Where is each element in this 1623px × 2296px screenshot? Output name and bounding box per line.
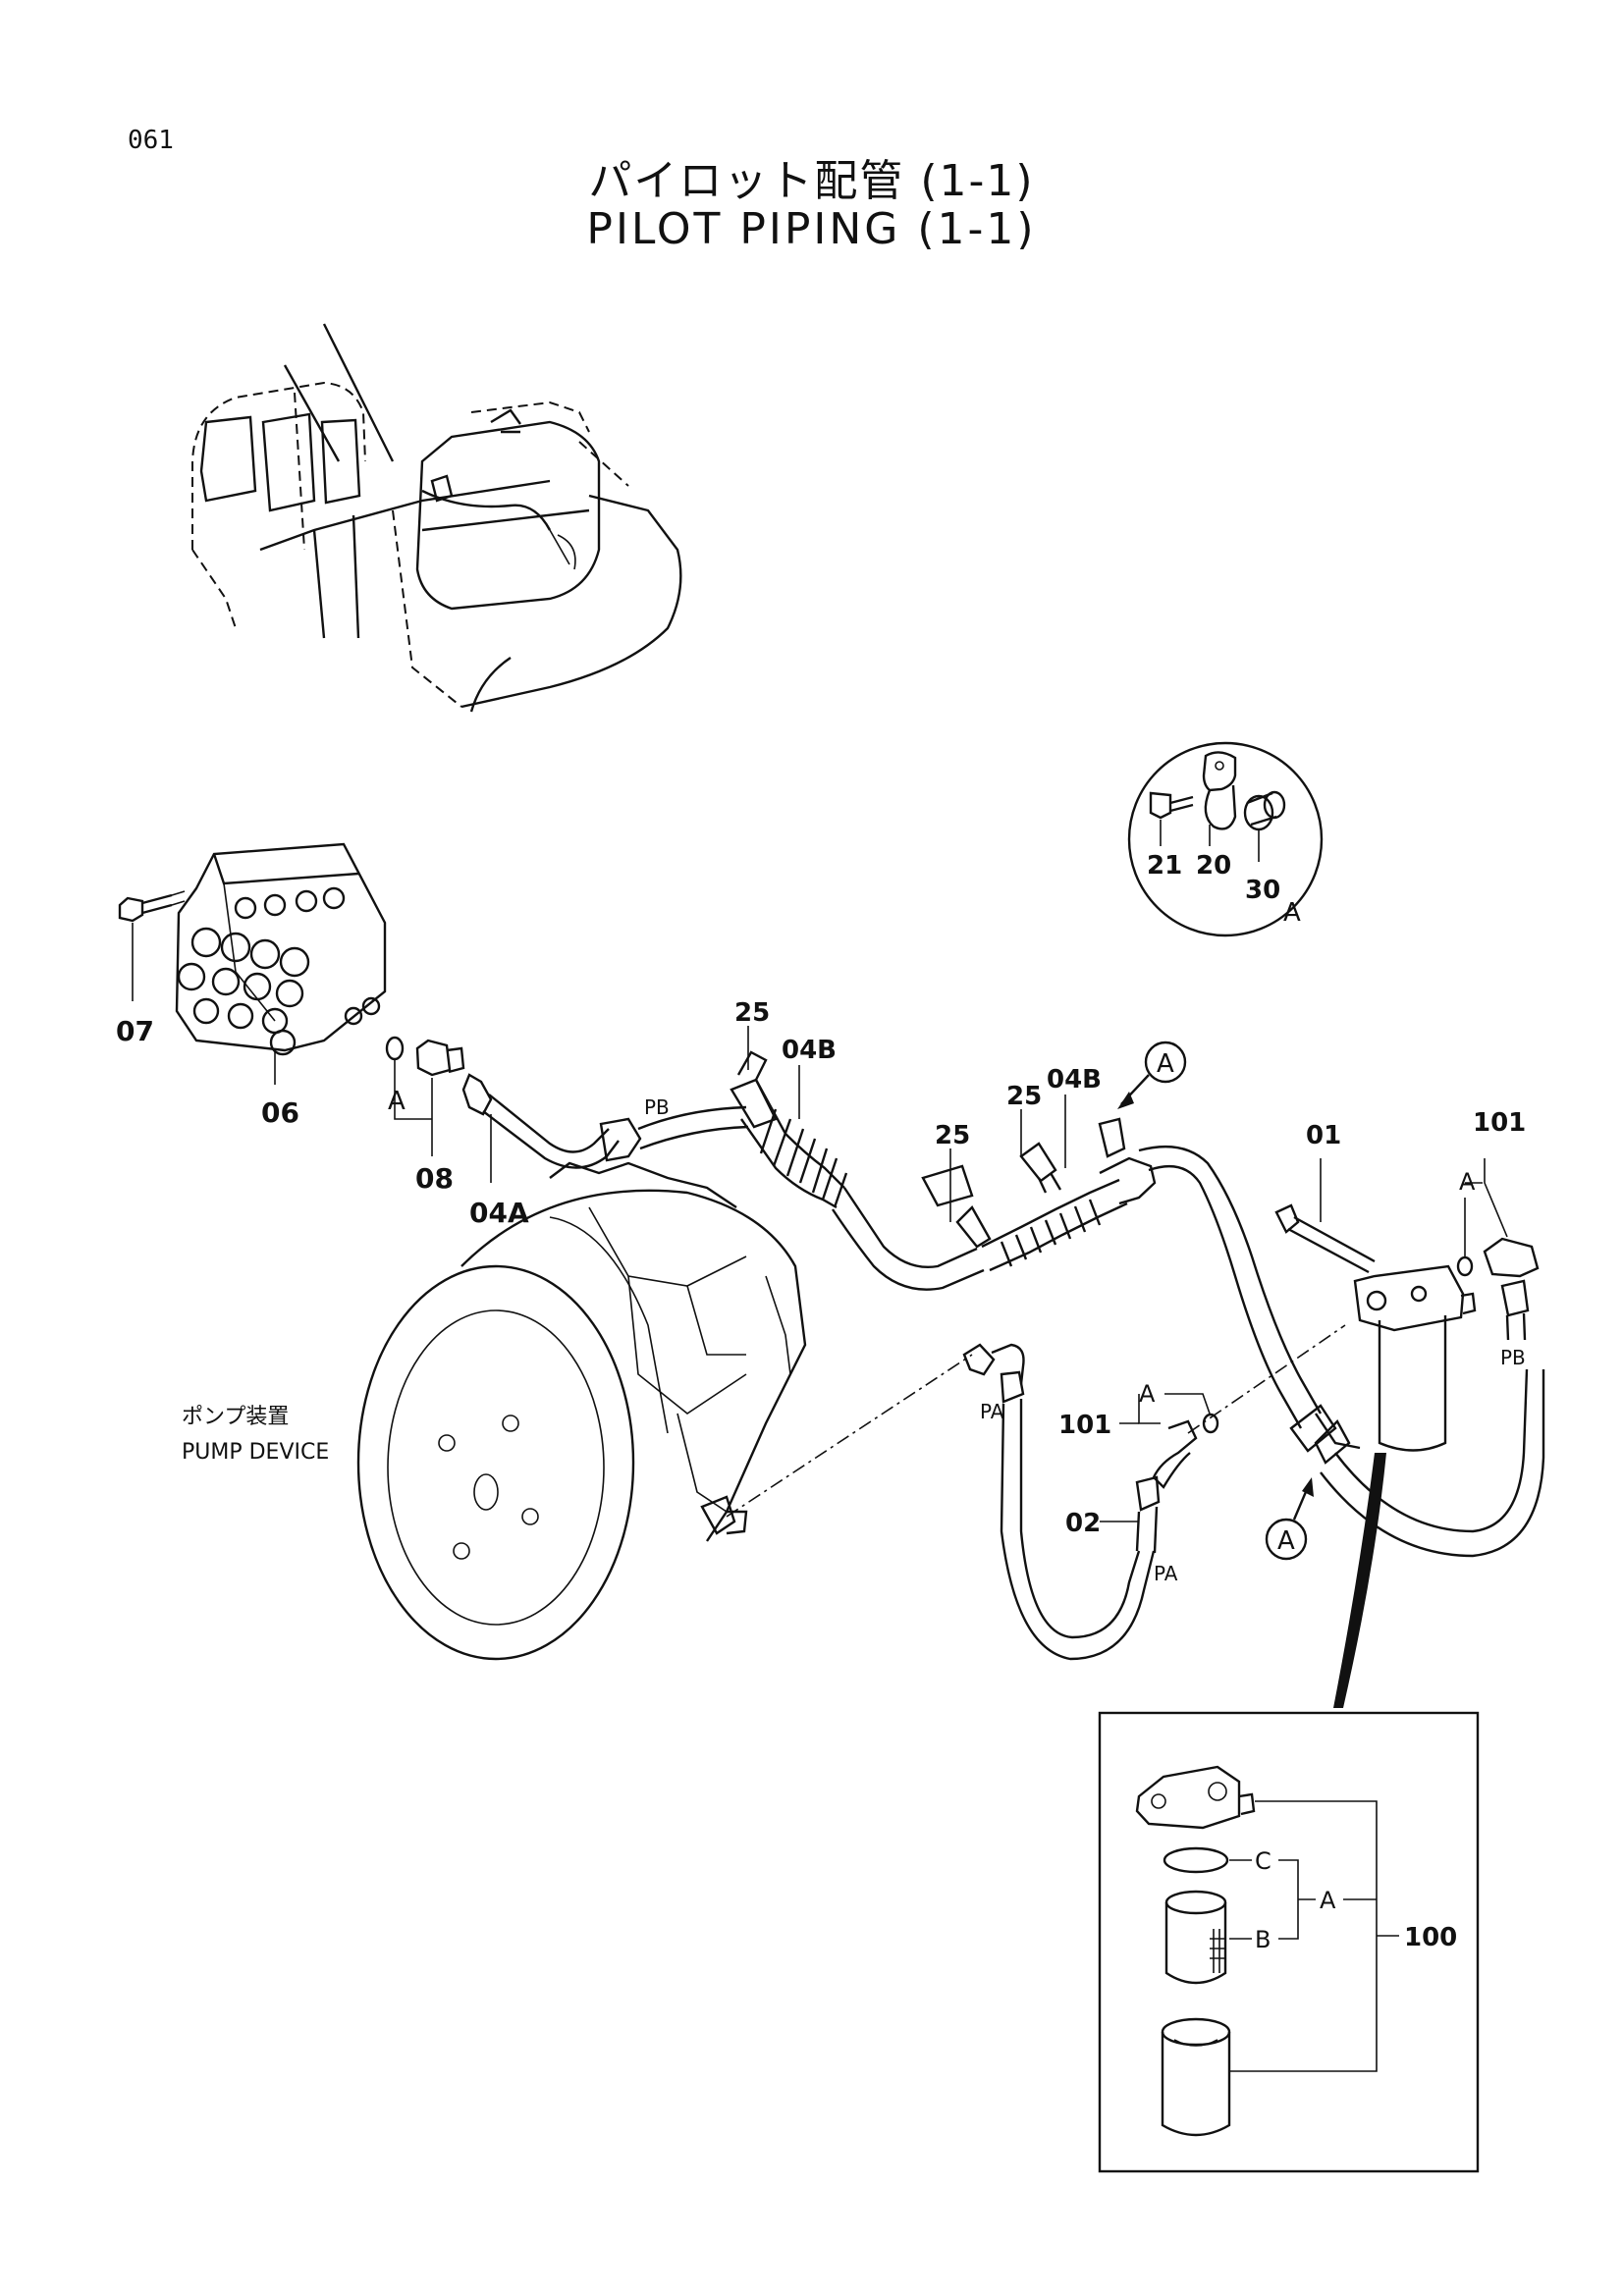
spring-guard-04b-upper: 25 04B [730, 998, 848, 1209]
label-21: 21 [1147, 851, 1182, 881]
label-detail-a: A [1283, 898, 1301, 928]
label-30: 30 [1245, 876, 1280, 905]
label-07: 07 [116, 1015, 154, 1047]
clamp-near-filter-2 [1314, 1419, 1351, 1465]
label-04b-top: 04B [782, 1036, 837, 1065]
label-pa-low: PA [1154, 1562, 1178, 1585]
label-02: 02 [1065, 1509, 1101, 1538]
hose-pb-right [1334, 1368, 1529, 1533]
label-100: 100 [1404, 1923, 1457, 1952]
label-pump-en: PUMP DEVICE [182, 1440, 329, 1465]
hose-filter-inlet [1315, 1413, 1361, 1450]
label-101-right: 101 [1473, 1108, 1526, 1138]
label-pa-mid: PA [980, 1400, 1004, 1423]
excavator-overview-illustration [191, 323, 682, 713]
label-detail-c: C [1255, 1847, 1271, 1875]
label-detail-b: B [1255, 1926, 1271, 1953]
label-06: 06 [261, 1096, 299, 1129]
hose-segment-mid-lower [832, 1208, 985, 1291]
label-01: 01 [1306, 1121, 1341, 1150]
label-pb-hose: PB [644, 1095, 670, 1119]
hose-04a: 04A PB [461, 1073, 749, 1229]
hose-to-filter [1138, 1145, 1323, 1415]
label-detail-a: A [1320, 1887, 1336, 1914]
view-a-marker-top: A [1117, 1041, 1187, 1109]
label-08: 08 [415, 1162, 454, 1195]
title-japanese: パイロット配管 (1-1) [588, 156, 1035, 206]
filter-detail-box: C B A 100 [1098, 1711, 1480, 2173]
view-a-marker-bottom: A [1265, 1477, 1314, 1561]
detail-a-clamp-parts: 21 20 30 A [1127, 741, 1324, 937]
label-pump-jp: ポンプ装置 [182, 1405, 289, 1429]
elbow-101-mid: A 101 [1058, 1380, 1219, 1489]
hose-segment-mid [843, 1187, 978, 1268]
label-04b-mid: 04B [1047, 1065, 1102, 1095]
label-25-low: 25 [935, 1121, 970, 1150]
pump-device-illustration: ポンプ装置 PUMP DEVICE [182, 1161, 974, 1661]
title-english: PILOT PIPING (1-1) [586, 204, 1037, 254]
centerline-filter [1187, 1324, 1346, 1434]
label-20: 20 [1196, 851, 1231, 881]
label-25-mid: 25 [1006, 1082, 1042, 1111]
label-101-mid: 101 [1058, 1411, 1111, 1440]
adapter-08: A 08 [385, 1036, 465, 1195]
hose-02-pa: PA PA 02 [962, 1343, 1178, 1661]
label-25-top: 25 [734, 998, 770, 1028]
detail-pointer [1333, 1453, 1386, 1708]
label-101-mid-a: A [1139, 1380, 1156, 1408]
spring-guard-04b-mid: 25 25 04B [935, 1065, 1157, 1272]
label-pb-right: PB [1500, 1346, 1526, 1369]
pilot-filter: 01 A 101 PB [1274, 1108, 1540, 1452]
pilot-valve-06: 07 06 [116, 842, 387, 1129]
label-circle-a-top: A [1157, 1049, 1174, 1079]
label-08-a: A [388, 1087, 406, 1116]
label-circle-a-low: A [1277, 1526, 1295, 1556]
label-04a: 04A [469, 1197, 529, 1229]
page-number: 061 [128, 126, 174, 155]
clamp-near-filter [1289, 1404, 1337, 1453]
label-101-right-a: A [1459, 1168, 1476, 1196]
hose-to-filter-lower [1148, 1165, 1303, 1429]
hose-pb-right-lower [1320, 1369, 1545, 1558]
